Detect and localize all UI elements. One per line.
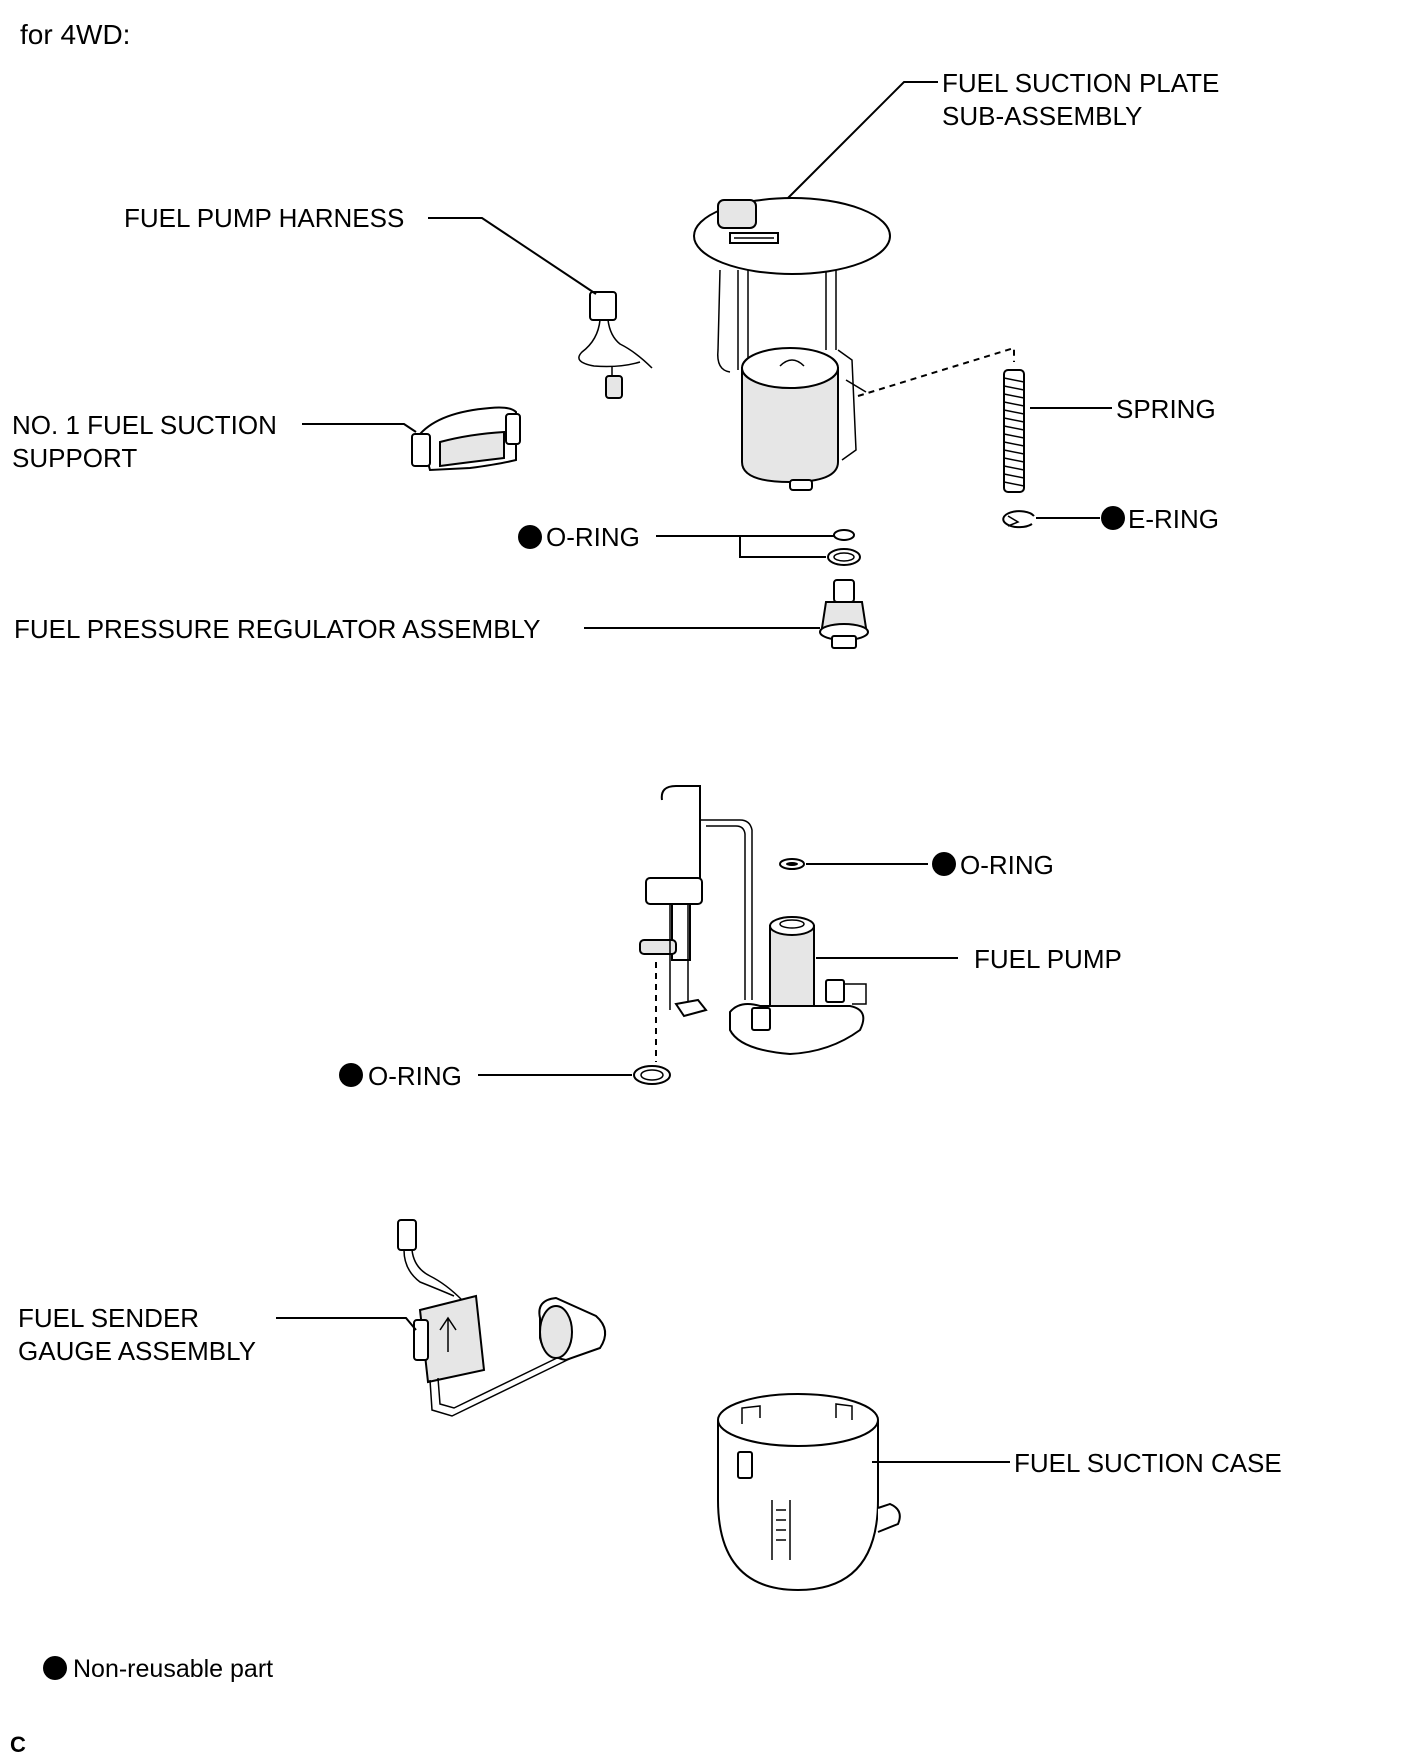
fuel-sender-gauge-drawing <box>397 1219 607 1417</box>
label-fuel-suction-support: NO. 1 FUEL SUCTION <box>12 410 277 440</box>
o-ring-lower-drawing <box>633 1065 671 1085</box>
fuel-pump-bracket-drawing <box>639 785 867 1056</box>
label-fuel-suction-plate: FUEL SUCTION PLATE <box>942 68 1219 98</box>
fuel-pump-harness-drawing <box>578 291 653 399</box>
alignment-dashed-line-spring <box>857 346 1015 397</box>
label-fuel-sender-gauge: FUEL SENDER <box>18 1303 199 1333</box>
spring-drawing <box>1003 369 1025 493</box>
e-ring-drawing <box>1002 510 1035 529</box>
non-reusable-mark-o-ring-upper <box>518 525 542 549</box>
fuel-suction-case-drawing <box>717 1393 901 1592</box>
leader-fuel-suction-plate <box>787 81 938 199</box>
diagram-heading: for 4WD: <box>20 19 130 50</box>
label-fuel-suction-case: FUEL SUCTION CASE <box>1014 1448 1282 1478</box>
legend-non-reusable-text: Non-reusable part <box>73 1655 273 1683</box>
leader-fuel-pump-harness <box>428 217 597 295</box>
label-o-ring-upper: O-RING <box>546 522 640 552</box>
figure-code: C <box>10 1732 26 1757</box>
label-fuel-suction-plate-sub: SUB-ASSEMBLY <box>942 101 1142 131</box>
label-fuel-sender-gauge-2: GAUGE ASSEMBLY <box>18 1336 256 1366</box>
label-o-ring-pump: O-RING <box>960 850 1054 880</box>
label-fuel-pump-harness: FUEL PUMP HARNESS <box>124 203 404 233</box>
fuel-suction-plate-drawing <box>693 197 891 491</box>
leader-fuel-suction-support <box>302 423 417 433</box>
leader-o-ring-upper-2 <box>739 536 826 558</box>
label-o-ring-lower: O-RING <box>368 1061 462 1091</box>
label-fuel-pressure-regulator: FUEL PRESSURE REGULATOR ASSEMBLY <box>14 614 540 644</box>
o-ring-pump-drawing <box>779 858 805 870</box>
non-reusable-mark-o-ring-pump <box>932 852 956 876</box>
label-spring: SPRING <box>1116 394 1216 424</box>
label-e-ring: E-RING <box>1128 504 1219 534</box>
fuel-pressure-regulator-drawing <box>819 579 869 649</box>
legend-non-reusable-mark <box>43 1656 67 1680</box>
fuel-suction-support-drawing <box>411 406 521 472</box>
leader-fuel-sender-gauge <box>276 1317 417 1331</box>
label-fuel-pump: FUEL PUMP <box>974 944 1122 974</box>
non-reusable-mark-o-ring-lower <box>339 1063 363 1087</box>
label-fuel-suction-support-2: SUPPORT <box>12 443 137 473</box>
non-reusable-mark-e-ring <box>1101 506 1125 530</box>
